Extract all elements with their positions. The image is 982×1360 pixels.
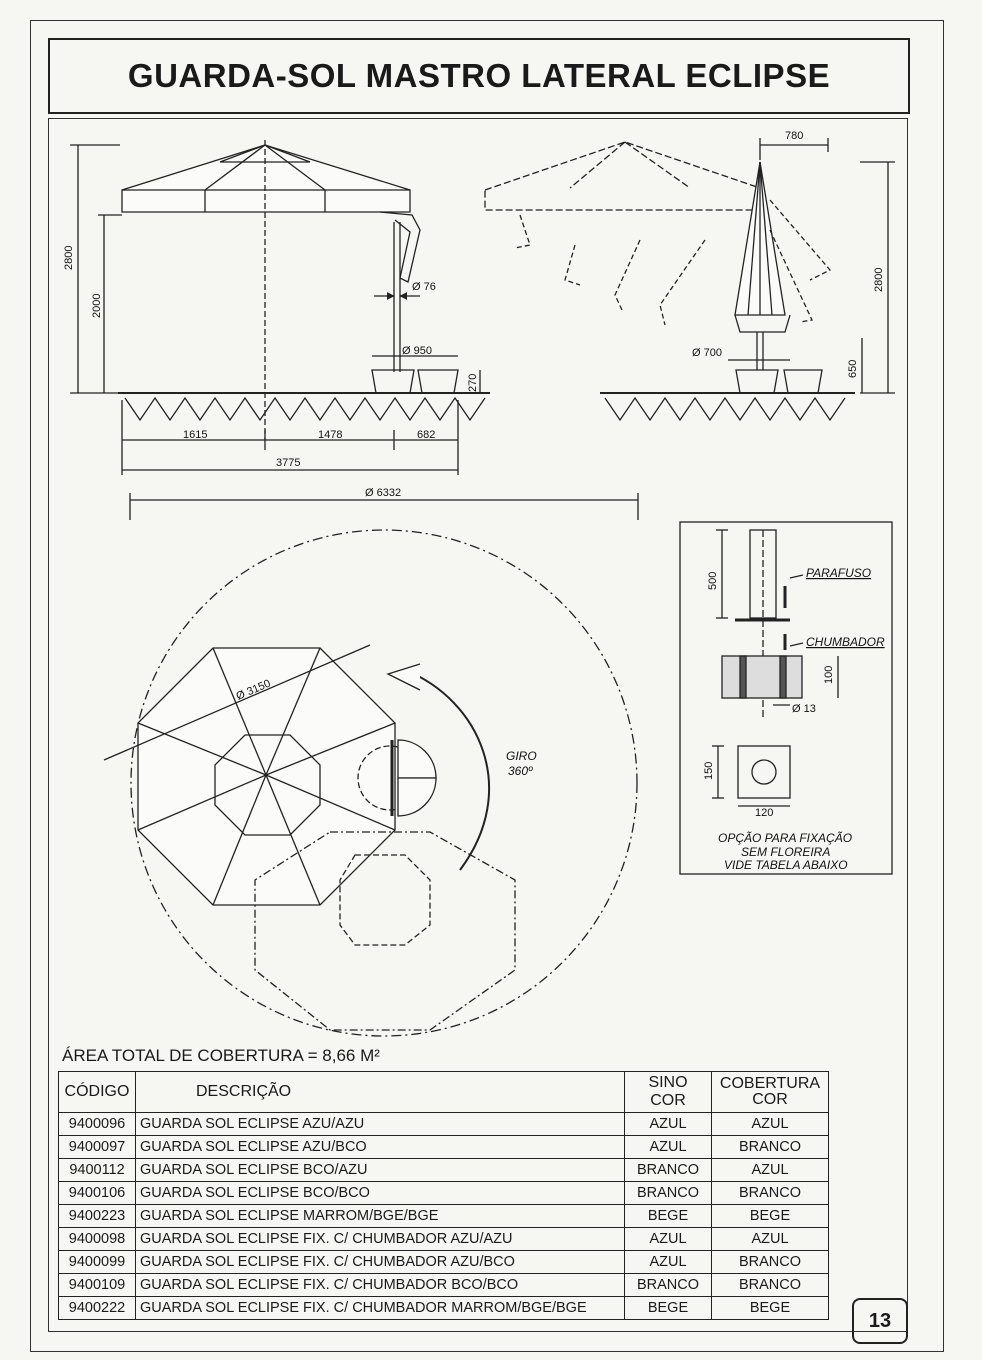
cell-cobertura: BEGE xyxy=(711,1204,829,1228)
cell-cobertura: AZUL xyxy=(711,1227,829,1251)
dim-150: 150 xyxy=(703,762,715,780)
title-box: GUARDA-SOL MASTRO LATERAL ECLIPSE xyxy=(48,38,910,114)
header-codigo: CÓDIGO xyxy=(58,1071,136,1113)
parafuso-label: PARAFUSO xyxy=(806,566,871,580)
cell-cobertura: AZUL xyxy=(711,1112,829,1136)
chumbador-label: CHUMBADOR xyxy=(806,635,885,649)
cell-codigo: 9400112 xyxy=(58,1158,136,1182)
cell-sino: BRANCO xyxy=(624,1158,712,1182)
dim-650: 650 xyxy=(847,360,859,378)
note-line-3: VIDE TABELA ABAIXO xyxy=(724,858,848,872)
anchor-detail-box xyxy=(679,521,893,875)
page-title: GUARDA-SOL MASTRO LATERAL ECLIPSE xyxy=(127,57,831,94)
cell-sino: AZUL xyxy=(624,1250,712,1274)
page-frame xyxy=(30,20,944,1352)
cell-sino: BEGE xyxy=(624,1204,712,1228)
note-line-2: SEM FLOREIRA xyxy=(741,845,830,859)
dim-500: 500 xyxy=(707,572,719,590)
page-number: 13 xyxy=(852,1298,908,1344)
cell-cobertura: BRANCO xyxy=(711,1135,829,1159)
giro-degrees: 360º xyxy=(508,764,533,778)
cell-descricao: GUARDA SOL ECLIPSE AZU/AZU xyxy=(135,1112,625,1136)
cell-sino: AZUL xyxy=(624,1135,712,1159)
cell-descricao: GUARDA SOL ECLIPSE MARROM/BGE/BGE xyxy=(135,1204,625,1228)
cell-codigo: 9400109 xyxy=(58,1273,136,1297)
product-table: CÓDIGO DESCRIÇÃO SINO COR COBERTURA COR … xyxy=(58,1071,829,1320)
dim-3775: 3775 xyxy=(276,457,300,469)
cell-codigo: 9400097 xyxy=(58,1135,136,1159)
cell-cobertura: BRANCO xyxy=(711,1273,829,1297)
cell-descricao: GUARDA SOL ECLIPSE BCO/AZU xyxy=(135,1158,625,1182)
cell-descricao: GUARDA SOL ECLIPSE FIX. C/ CHUMBADOR MAR… xyxy=(135,1296,625,1320)
cell-descricao: GUARDA SOL ECLIPSE FIX. C/ CHUMBADOR AZU… xyxy=(135,1227,625,1251)
cell-descricao: GUARDA SOL ECLIPSE FIX. C/ CHUMBADOR AZU… xyxy=(135,1250,625,1274)
cell-descricao: GUARDA SOL ECLIPSE BCO/BCO xyxy=(135,1181,625,1205)
table-header-row: CÓDIGO DESCRIÇÃO SINO COR COBERTURA COR xyxy=(58,1071,829,1113)
cell-sino: AZUL xyxy=(624,1112,712,1136)
cell-descricao: GUARDA SOL ECLIPSE FIX. C/ CHUMBADOR BCO… xyxy=(135,1273,625,1297)
dim-d700: Ø 700 xyxy=(692,347,722,359)
dim-100: 100 xyxy=(823,666,835,684)
cell-descricao: GUARDA SOL ECLIPSE AZU/BCO xyxy=(135,1135,625,1159)
technical-drawing: 2800 2000 Ø 76 Ø 950 270 1615 1478 682 3… xyxy=(63,130,895,1037)
side-view-folded-umbrella xyxy=(484,138,895,422)
cell-cobertura: BEGE xyxy=(711,1296,829,1320)
cell-sino: BRANCO xyxy=(624,1273,712,1297)
cell-codigo: 9400106 xyxy=(58,1181,136,1205)
header-cobertura-cor: COBERTURA COR xyxy=(711,1071,829,1113)
dim-682: 682 xyxy=(417,429,435,441)
dim-d13: Ø 13 xyxy=(792,703,816,715)
cell-cobertura: BRANCO xyxy=(711,1250,829,1274)
dim-1615: 1615 xyxy=(183,429,207,441)
dim-120: 120 xyxy=(755,807,773,819)
dim-780: 780 xyxy=(785,130,803,142)
dim-1478: 1478 xyxy=(318,429,342,441)
cell-codigo: 9400099 xyxy=(58,1250,136,1274)
dim-2800-left: 2800 xyxy=(63,246,75,270)
header-sino-cor: SINO COR xyxy=(624,1071,712,1113)
dim-d76: Ø 76 xyxy=(412,281,436,293)
dim-270: 270 xyxy=(467,374,479,392)
dim-d6332: Ø 6332 xyxy=(365,487,401,499)
dim-2000: 2000 xyxy=(91,294,103,318)
header-cobertura-line1: COBERTURA xyxy=(719,1075,821,1092)
cell-cobertura: BRANCO xyxy=(711,1181,829,1205)
cell-codigo: 9400223 xyxy=(58,1204,136,1228)
dim-2800-right: 2800 xyxy=(873,268,885,292)
cell-sino: BRANCO xyxy=(624,1181,712,1205)
side-view-umbrella xyxy=(70,140,490,475)
total-coverage-area: ÁREA TOTAL DE COBERTURA = 8,66 M² xyxy=(62,1046,380,1065)
dim-d950: Ø 950 xyxy=(402,345,432,357)
drawing-area xyxy=(48,118,908,1332)
header-cobertura-line2: COR xyxy=(752,1091,788,1108)
giro-label: GIRO xyxy=(506,749,537,763)
cell-codigo: 9400222 xyxy=(58,1296,136,1320)
top-view-plan xyxy=(103,493,639,1037)
cell-codigo: 9400098 xyxy=(58,1227,136,1251)
cell-codigo: 9400096 xyxy=(58,1112,136,1136)
cell-sino: AZUL xyxy=(624,1227,712,1251)
cell-sino: BEGE xyxy=(624,1296,712,1320)
note-line-1: OPÇÃO PARA FIXAÇÃO xyxy=(718,831,852,845)
cell-cobertura: AZUL xyxy=(711,1158,829,1182)
header-descricao: DESCRIÇÃO xyxy=(135,1071,625,1113)
